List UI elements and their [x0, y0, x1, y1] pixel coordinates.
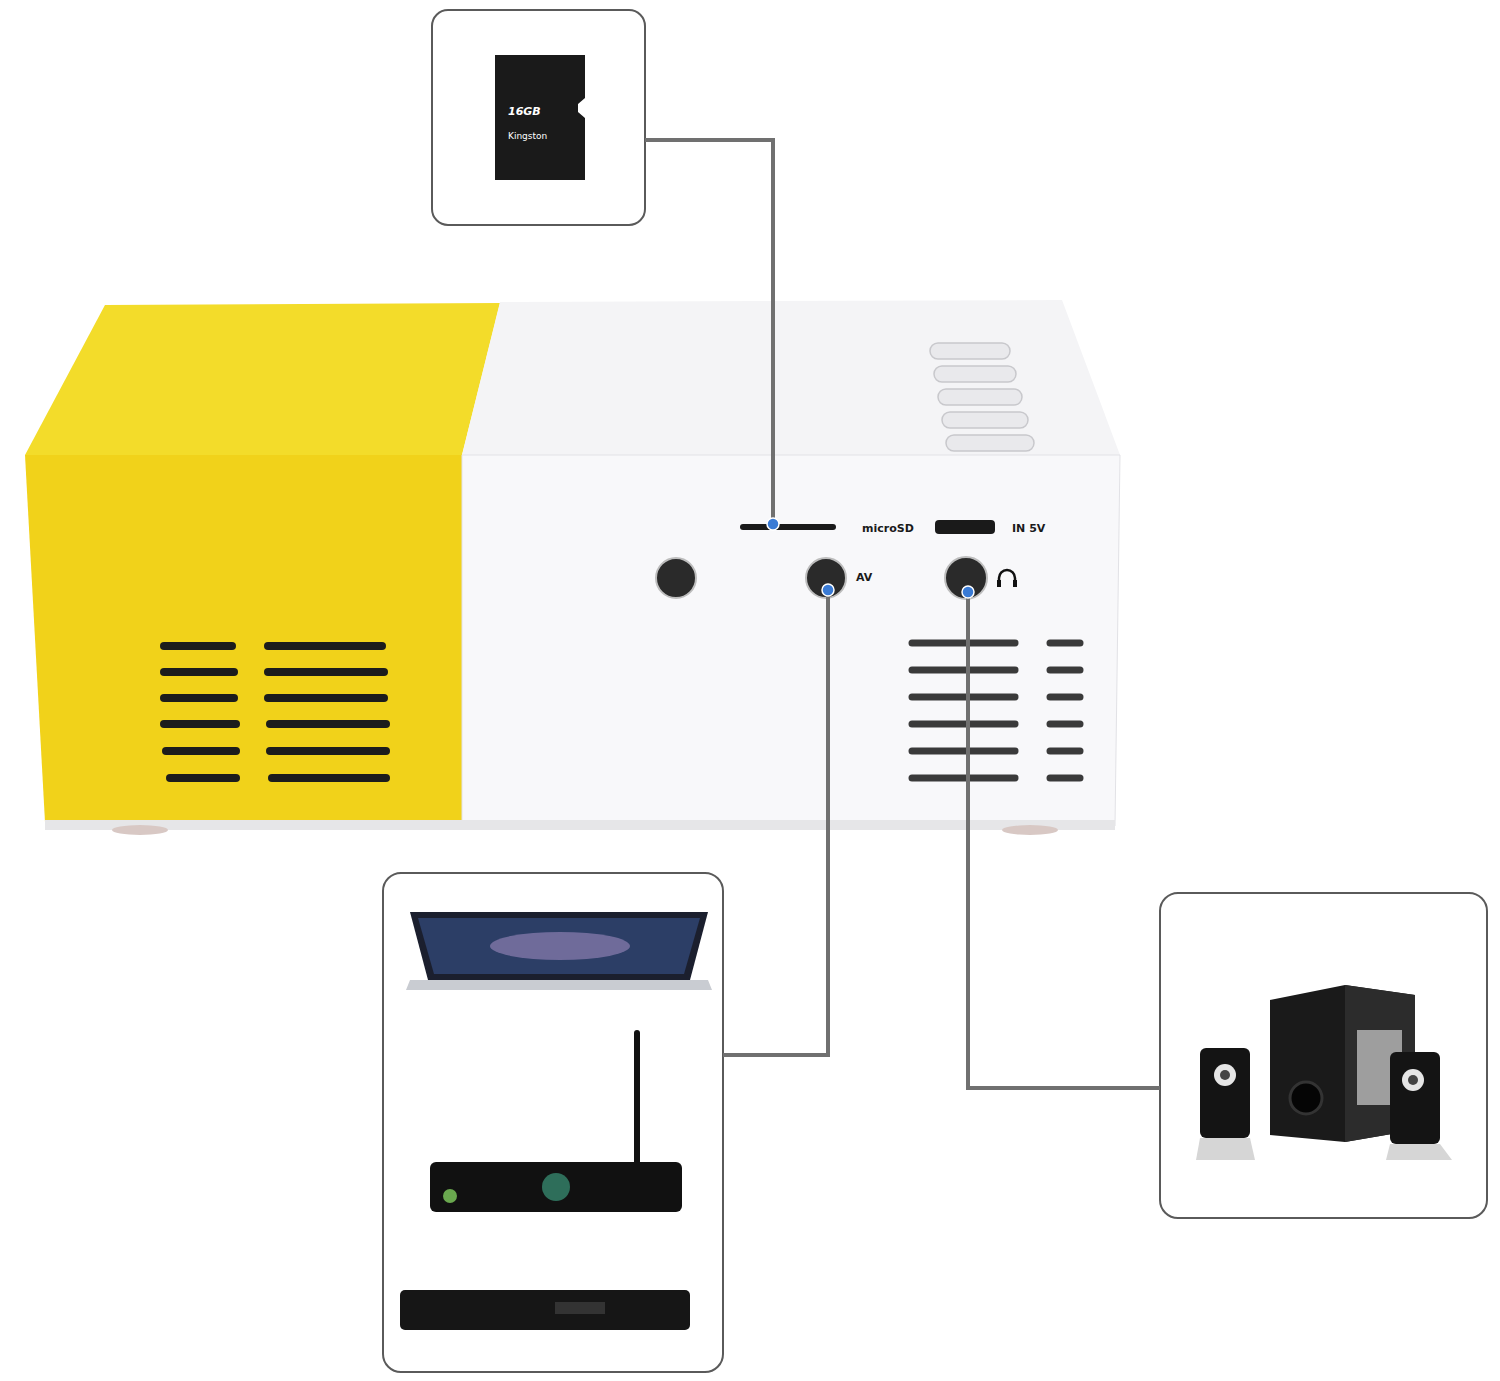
card-brand: Kingston [508, 132, 547, 141]
port-label: IN 5V [1012, 523, 1045, 534]
speakers [1196, 985, 1452, 1160]
dvd-player [400, 1290, 690, 1330]
set-top-box [430, 1030, 682, 1212]
sd-card-box [432, 10, 645, 225]
sd-card [495, 55, 585, 180]
port-label: microSD [862, 523, 914, 534]
port-label: AV [856, 572, 872, 583]
laptop [406, 912, 712, 990]
speaker-box [1160, 893, 1487, 1218]
source-devices-box [383, 873, 723, 1372]
leader-lines [645, 140, 1160, 1088]
projector [25, 300, 1120, 835]
card-capacity: 16GB [508, 106, 541, 117]
